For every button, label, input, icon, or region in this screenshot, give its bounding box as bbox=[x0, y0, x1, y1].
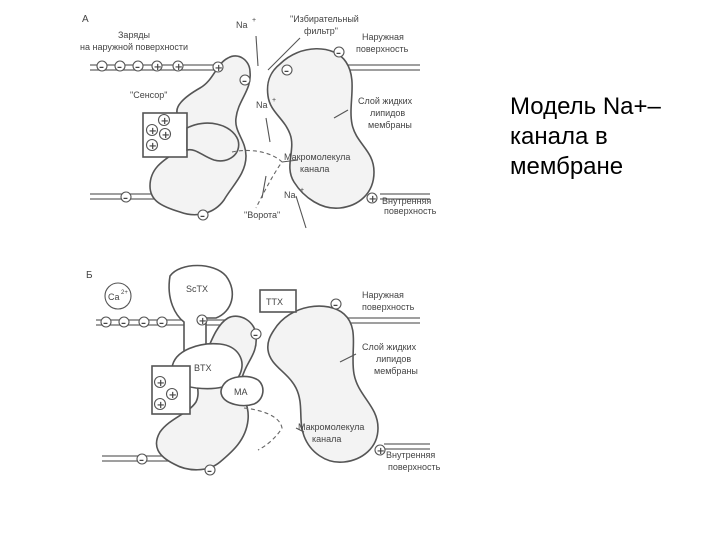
panel-b-letter: Б bbox=[86, 270, 93, 281]
btx-label: BTX bbox=[194, 363, 212, 373]
ma-label: MA bbox=[234, 387, 248, 397]
svg-text:–: – bbox=[242, 76, 247, 87]
macromolecule-label-b-2: канала bbox=[312, 434, 341, 444]
macromolecule-label-a-1: Макромолекула bbox=[284, 152, 350, 162]
outer-membrane-right-a bbox=[348, 64, 420, 71]
svg-text:–: – bbox=[284, 66, 289, 77]
svg-text:–: – bbox=[141, 318, 146, 329]
sctx-label: ScTX bbox=[186, 284, 208, 294]
charges-outer-label-1: Заряды bbox=[118, 30, 150, 40]
leader-macro-b bbox=[295, 427, 305, 433]
charges-outer-label-2: на наружной поверхности bbox=[80, 42, 188, 52]
svg-text:+: + bbox=[369, 194, 377, 205]
lipid-label-b-1: Слой жидких bbox=[362, 342, 417, 352]
ca-sup: 2+ bbox=[121, 290, 128, 296]
gate-line-b bbox=[243, 407, 283, 451]
na-mid-sup: + bbox=[272, 97, 276, 104]
ca-label: Ca bbox=[108, 292, 120, 302]
filter-label-1: "Избирательный bbox=[290, 14, 359, 24]
inner-surface-label-b-1: Внутренняя bbox=[386, 450, 435, 460]
ma-toxin bbox=[220, 375, 264, 407]
arrow-icon bbox=[295, 195, 307, 229]
na-top-sup: + bbox=[252, 17, 256, 24]
outer-surface-label-a-1: Наружная bbox=[362, 32, 404, 42]
svg-text:–: – bbox=[121, 318, 126, 329]
ttx-label: TTX bbox=[266, 297, 283, 307]
channel-right-subunit-a bbox=[266, 47, 375, 209]
inner-surface-label-b-2: поверхность bbox=[388, 462, 441, 472]
svg-text:–: – bbox=[159, 318, 164, 329]
plus-charge-icon: + + + + bbox=[145, 113, 172, 152]
svg-text:–: – bbox=[253, 330, 258, 341]
outer-surface-label-b-1: Наружная bbox=[362, 290, 404, 300]
svg-text:–: – bbox=[135, 62, 140, 73]
macromolecule-label-a-2: канала bbox=[300, 164, 329, 174]
panel-a-letter: А bbox=[82, 14, 89, 25]
leader-macro-a bbox=[281, 159, 299, 163]
svg-text:–: – bbox=[103, 318, 108, 329]
svg-text:+: + bbox=[175, 62, 183, 73]
svg-text:+: + bbox=[154, 62, 162, 73]
inner-surface-label-a-2: поверхность bbox=[384, 206, 437, 216]
leader-filter-a bbox=[267, 37, 301, 71]
outer-surface-label-b-2: поверхность bbox=[362, 302, 415, 312]
arrow-icon bbox=[265, 117, 271, 143]
svg-text:–: – bbox=[336, 48, 341, 59]
sensor-arm-a bbox=[186, 122, 240, 162]
outer-surface-charges-a: – – – + + + – – – bbox=[96, 46, 345, 87]
inner-surface-label-a-1: Внутренняя bbox=[382, 196, 431, 206]
svg-text:+: + bbox=[199, 316, 207, 327]
leader-lipid-b bbox=[339, 353, 357, 363]
panel-b: + + + – – – – + – – – – + bbox=[96, 264, 430, 477]
svg-text:–: – bbox=[139, 455, 144, 466]
sensor-label: "Сенсор" bbox=[130, 90, 167, 100]
inner-membrane-right-a bbox=[380, 193, 430, 200]
filter-label-2: фильтр" bbox=[304, 26, 338, 36]
arrow-icon bbox=[255, 35, 259, 67]
inner-membrane-left-b bbox=[102, 455, 170, 462]
svg-text:–: – bbox=[99, 62, 104, 73]
lipid-label-a-2: липидов bbox=[370, 108, 405, 118]
leader-lipid-a bbox=[333, 109, 349, 119]
inner-surface-charges-a: – – + bbox=[120, 191, 378, 222]
svg-text:+: + bbox=[215, 63, 223, 74]
svg-text:+: + bbox=[149, 141, 157, 152]
svg-text:–: – bbox=[333, 300, 338, 311]
macromolecule-label-b-1: Макромолекула bbox=[298, 422, 364, 432]
svg-text:+: + bbox=[169, 390, 177, 401]
gate-label: "Ворота" bbox=[244, 210, 280, 220]
ca-ion bbox=[104, 282, 132, 310]
lipid-label-b-3: мембраны bbox=[374, 366, 418, 376]
svg-text:+: + bbox=[157, 378, 165, 389]
svg-text:–: – bbox=[200, 211, 205, 222]
svg-text:–: – bbox=[207, 466, 212, 477]
arrow-icon bbox=[261, 175, 267, 199]
na-bottom-sup: + bbox=[300, 187, 304, 194]
svg-text:+: + bbox=[162, 130, 170, 141]
lipid-label-a-3: мембраны bbox=[368, 120, 412, 130]
outer-surface-label-a-2: поверхность bbox=[356, 44, 409, 54]
slide-title: Модель Na+– канала в мембране bbox=[510, 93, 661, 180]
inner-surface-charges-b: – – + bbox=[136, 444, 386, 477]
lipid-label-a-1: Слой жидких bbox=[358, 96, 413, 106]
channel-right-subunit-b bbox=[267, 305, 379, 463]
svg-text:+: + bbox=[149, 126, 157, 137]
outer-surface-charges-b: – – – – + – – bbox=[100, 298, 342, 341]
na-bottom-label: Na bbox=[284, 190, 296, 200]
svg-text:+: + bbox=[377, 446, 385, 457]
inner-membrane-right-b bbox=[384, 443, 430, 450]
lipid-label-b-2: липидов bbox=[376, 354, 411, 364]
svg-text:+: + bbox=[161, 116, 169, 127]
plus-charge-icon: + + + bbox=[153, 375, 179, 411]
ttx-toxin bbox=[259, 289, 297, 313]
na-mid-label: Na bbox=[256, 100, 268, 110]
na-top-label: Na bbox=[236, 20, 248, 30]
svg-text:+: + bbox=[157, 400, 165, 411]
panel-a: + + + + – – – + + + – – – – – + bbox=[90, 35, 430, 229]
svg-text:–: – bbox=[117, 62, 122, 73]
svg-text:–: – bbox=[123, 193, 128, 204]
